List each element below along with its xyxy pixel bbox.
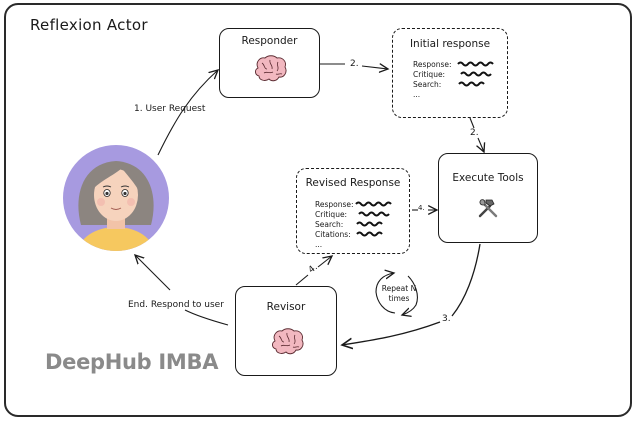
squiggle-icon bbox=[457, 61, 494, 67]
edge-respond-a bbox=[184, 309, 229, 326]
field-citations: Citations: bbox=[315, 229, 395, 239]
repeat-label: Repeat N times bbox=[381, 284, 417, 303]
squiggle-icon bbox=[358, 211, 390, 217]
initial-response-fields: Response: Critique: Search: ... bbox=[413, 59, 497, 99]
field-more: ... bbox=[315, 239, 323, 249]
edge-label-step-2a: 2. bbox=[350, 59, 359, 69]
repeat-loop-bottom bbox=[375, 273, 395, 314]
field-critique: Critique: bbox=[315, 209, 395, 219]
field-search: Search: bbox=[413, 79, 497, 89]
execute-tools-label: Execute Tools bbox=[452, 172, 524, 184]
edge-label-respond: End. Respond to user bbox=[128, 300, 224, 310]
responder-node: Responder bbox=[219, 28, 320, 98]
squiggle-icon bbox=[355, 201, 392, 207]
edge-label-step-4b: 4. bbox=[418, 204, 425, 212]
repeat-loop-top bbox=[402, 275, 418, 315]
revised-response-label: Revised Response bbox=[305, 177, 401, 189]
field-search: Search: bbox=[315, 219, 395, 229]
initial-response-label: Initial response bbox=[409, 38, 491, 50]
brain-icon bbox=[255, 55, 287, 82]
execute-tools-node: Execute Tools bbox=[438, 153, 538, 243]
brain-icon bbox=[272, 328, 304, 355]
edge-initial-execute-b bbox=[478, 137, 484, 152]
watermark: DeepHub IMBA bbox=[45, 350, 219, 374]
field-more: ... bbox=[413, 89, 421, 99]
edge-revisor-revised-b bbox=[317, 256, 332, 268]
hammer-wrench-icon bbox=[478, 199, 498, 218]
squiggle-icon bbox=[458, 81, 485, 87]
revisor-node: Revisor bbox=[235, 286, 337, 376]
edge-respond-b bbox=[135, 255, 171, 291]
edge-label-user-request: 1. User Request bbox=[134, 104, 206, 114]
responder-label: Responder bbox=[241, 35, 298, 47]
squiggle-icon bbox=[356, 221, 383, 227]
edge-label-step-3: 3. bbox=[442, 314, 451, 324]
field-response: Response: bbox=[315, 199, 395, 209]
revised-response-node: Revised Response Response: Critique: Sea… bbox=[296, 168, 410, 254]
edge-responder-initial-b bbox=[361, 66, 388, 69]
edge-execute-revisor-b bbox=[342, 321, 441, 345]
edge-user-request bbox=[157, 70, 218, 156]
user-avatar bbox=[63, 145, 169, 251]
field-critique: Critique: bbox=[413, 69, 497, 79]
user-avatar-illustration bbox=[78, 161, 154, 251]
field-response: Response: bbox=[413, 59, 497, 69]
edge-initial-execute-a bbox=[469, 117, 475, 129]
revised-response-fields: Response: Critique: Search: Citations: .… bbox=[315, 199, 395, 249]
revisor-label: Revisor bbox=[266, 301, 306, 313]
squiggle-icon bbox=[356, 231, 383, 237]
squiggle-icon bbox=[460, 71, 492, 77]
edge-label-step-2b: 2. bbox=[470, 128, 479, 138]
diagram-title: Reflexion Actor bbox=[30, 16, 148, 34]
edge-execute-revisor-a bbox=[451, 243, 481, 317]
initial-response-node: Initial response Response: Critique: Sea… bbox=[392, 28, 508, 118]
edge-revisor-revised-a bbox=[295, 274, 309, 286]
